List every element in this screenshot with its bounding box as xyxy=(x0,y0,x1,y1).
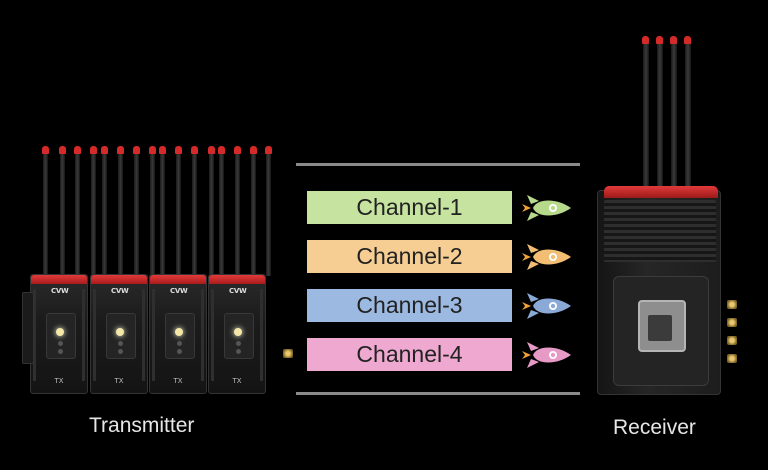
transmitter-unit: CVW TX xyxy=(90,274,148,394)
rocket-icon xyxy=(522,293,571,319)
channel-4-label: Channel-4 xyxy=(307,338,512,371)
unit-red-cap xyxy=(91,275,147,284)
side-rail xyxy=(33,289,36,381)
connector-icon xyxy=(727,354,737,363)
button-icon xyxy=(58,349,63,354)
antenna-icon xyxy=(670,36,677,190)
v-mount-slot xyxy=(648,315,672,341)
antenna-icon xyxy=(101,146,108,276)
brand-logo: CVW xyxy=(111,287,129,295)
rocket-icon xyxy=(522,195,571,221)
channel-1-label: Channel-1 xyxy=(307,191,512,224)
side-rail xyxy=(211,289,214,381)
receiver-battery-plate xyxy=(613,276,709,386)
side-rail xyxy=(201,289,204,381)
side-handle xyxy=(22,292,34,364)
unit-red-cap xyxy=(209,275,265,284)
unit-red-cap xyxy=(150,275,206,284)
antenna-icon xyxy=(42,146,49,276)
bottom-divider xyxy=(296,392,580,395)
channel-2-label: Channel-2 xyxy=(307,240,512,273)
button-icon xyxy=(177,341,182,346)
top-divider xyxy=(296,163,580,166)
antenna-icon xyxy=(642,36,649,190)
model-label: TX xyxy=(54,377,64,385)
antenna-icon xyxy=(133,146,140,276)
antenna-icon xyxy=(191,146,198,276)
button-icon xyxy=(118,341,123,346)
power-led xyxy=(234,328,242,336)
antenna-icon xyxy=(656,36,663,190)
button-icon xyxy=(118,349,123,354)
antenna-icon xyxy=(149,146,156,276)
antenna-icon xyxy=(59,146,66,276)
unit-red-cap xyxy=(31,275,87,284)
rocket-icon xyxy=(522,244,571,270)
side-rail xyxy=(260,289,263,381)
receiver-cooling-fins xyxy=(604,200,716,262)
brand-logo: CVW xyxy=(170,287,188,295)
model-label: TX xyxy=(173,377,183,385)
transmitter-unit: CVW TX xyxy=(149,274,207,394)
receiver-red-cap xyxy=(604,186,718,198)
brand-logo: CVW xyxy=(51,287,69,295)
button-icon xyxy=(58,341,63,346)
transmitter-unit: CVW TX xyxy=(208,274,266,394)
button-icon xyxy=(236,341,241,346)
antenna-icon xyxy=(250,146,257,276)
side-rail xyxy=(82,289,85,381)
antenna-icon xyxy=(74,146,81,276)
side-rail xyxy=(152,289,155,381)
antenna-icon xyxy=(117,146,124,276)
connector-icon xyxy=(727,318,737,327)
button-icon xyxy=(236,349,241,354)
power-led xyxy=(116,328,124,336)
transmitter-caption: Transmitter xyxy=(89,414,195,437)
connector-icon xyxy=(727,336,737,345)
antenna-icon xyxy=(265,146,272,276)
antenna-icon xyxy=(684,36,691,190)
side-rail xyxy=(142,289,145,381)
power-led xyxy=(56,328,64,336)
antenna-icon xyxy=(159,146,166,276)
rocket-icon xyxy=(522,342,571,368)
connector-icon xyxy=(727,300,737,309)
power-led xyxy=(175,328,183,336)
antenna-icon xyxy=(218,146,225,276)
model-label: TX xyxy=(114,377,124,385)
receiver-caption: Receiver xyxy=(613,416,696,439)
model-label: TX xyxy=(232,377,242,385)
brand-logo: CVW xyxy=(229,287,247,295)
button-icon xyxy=(177,349,182,354)
antenna-icon xyxy=(234,146,241,276)
transmitter-unit: CVW TX xyxy=(30,274,88,394)
antenna-icon xyxy=(175,146,182,276)
channel-3-label: Channel-3 xyxy=(307,289,512,322)
antenna-icon xyxy=(90,146,97,276)
side-rail xyxy=(93,289,96,381)
antenna-icon xyxy=(208,146,215,276)
connector-icon xyxy=(283,349,293,358)
